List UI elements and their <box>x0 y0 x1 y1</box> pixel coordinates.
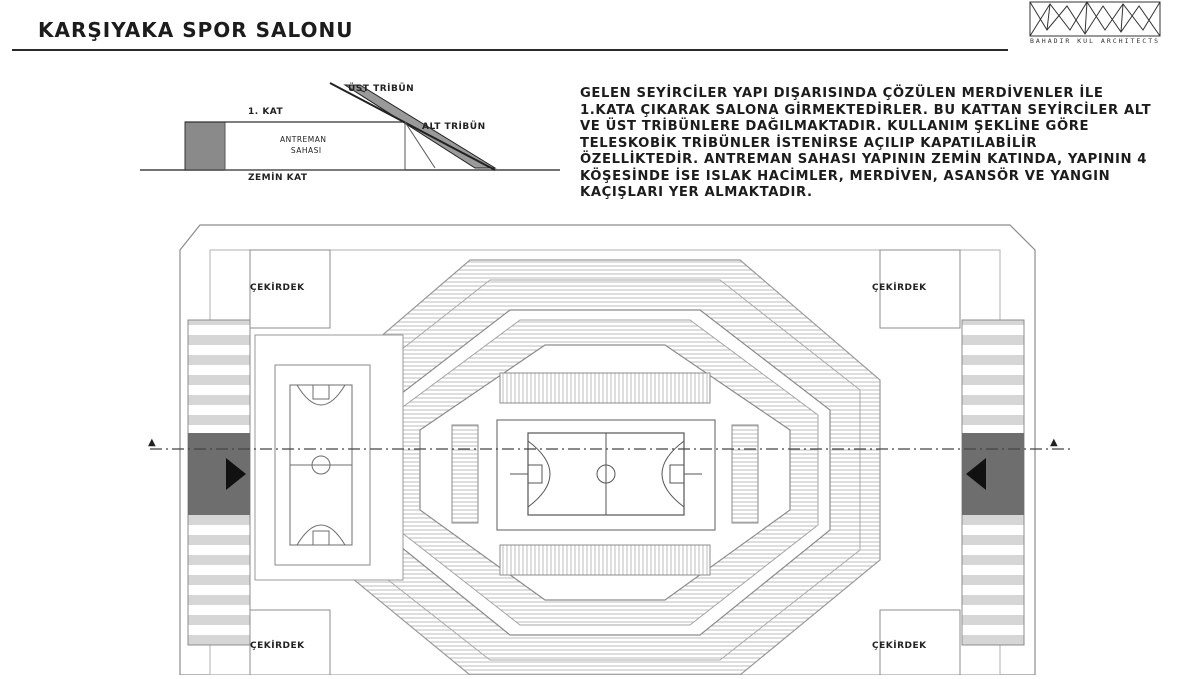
section-drawing <box>140 82 560 171</box>
logo-text: BAHADIR KUL ARCHITECTS <box>1029 37 1161 45</box>
core-label-bottom-left: ÇEKİRDEK <box>250 641 305 651</box>
first-floor-label: 1. KAT <box>248 107 284 117</box>
core-label-top-right: ÇEKİRDEK <box>872 283 927 293</box>
page-title: KARŞIYAKA SPOR SALONU <box>38 18 354 42</box>
training-area-line1: ANTREMAN <box>280 135 327 144</box>
architect-logo <box>1029 1 1161 37</box>
core-label-top-left: ÇEKİRDEK <box>250 283 305 293</box>
ground-floor-label: ZEMİN KAT <box>248 173 308 183</box>
section-marker-right-icon: ▲ <box>1050 437 1059 448</box>
description-text: GELEN SEYİRCİLER YAPI DIŞARISINDA ÇÖZÜLE… <box>580 86 1152 200</box>
floor-plan-drawing <box>150 224 1070 676</box>
title-divider <box>12 49 1008 51</box>
floor-plan: ÇEKİRDEK ÇEKİRDEK ÇEKİRDEK ÇEKİRDEK ▲ ▲ <box>0 215 1200 676</box>
upper-stand-label: ÜST TRİBÜN <box>348 84 415 94</box>
lower-stand-label: ALT TRİBÜN <box>422 122 486 132</box>
training-area-label: ANTREMAN SAHASI <box>280 135 326 155</box>
training-area-line2: SAHASI <box>290 146 322 155</box>
core-label-bottom-right: ÇEKİRDEK <box>872 641 927 651</box>
section-diagram: ÜST TRİBÜN 1. KAT ALT TRİBÜN ANTREMAN SA… <box>130 80 570 190</box>
section-marker-left-icon: ▲ <box>148 437 157 448</box>
